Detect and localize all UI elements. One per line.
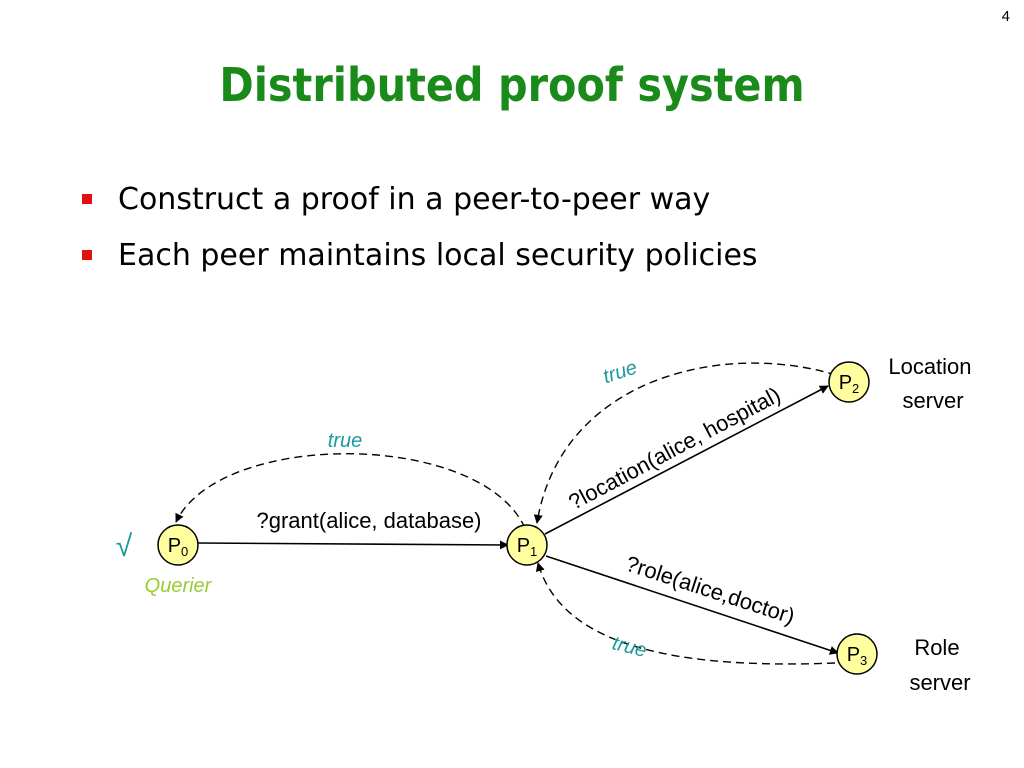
- arrow-p1-p3: [545, 555, 839, 655]
- query-grant-label: ?grant(alice, database): [256, 508, 481, 533]
- bullet-item: Each peer maintains local security polic…: [80, 236, 758, 292]
- bullet-list: Construct a proof in a peer-to-peer way …: [80, 180, 758, 292]
- square-bullet-icon: [82, 250, 92, 260]
- node-p0: P0: [157, 524, 199, 566]
- arrow-p0-p1: [196, 540, 509, 550]
- square-bullet-icon: [82, 194, 92, 204]
- response-true-p3-p1: true: [610, 632, 649, 662]
- response-true-p2-p1: true: [600, 357, 640, 389]
- bullet-text: Construct a proof in a peer-to-peer way: [118, 182, 711, 217]
- query-location-label: ?location(alice, hospital): [564, 382, 784, 515]
- check-mark-icon: √: [116, 530, 133, 563]
- arrow-p1-p2: [544, 385, 829, 535]
- location-server-label: Location server: [888, 354, 977, 413]
- response-true-p1-p0: true: [328, 430, 362, 452]
- dashed-arrow-p2-p1: [533, 362, 837, 524]
- slide-number: 4: [1001, 8, 1010, 25]
- role-server-label: Role server: [909, 635, 970, 695]
- bullet-item: Construct a proof in a peer-to-peer way: [80, 180, 758, 236]
- dashed-arrow-p1-p0: [175, 453, 526, 529]
- querier-label: Querier: [145, 575, 213, 597]
- node-p2: P2: [828, 361, 870, 403]
- node-p1: P1: [506, 524, 548, 566]
- svg-text:P2: P2: [839, 372, 860, 396]
- node-p3: P3: [836, 633, 878, 675]
- svg-text:P1: P1: [517, 535, 538, 559]
- slide-title: Distributed proof system: [219, 58, 805, 112]
- bullet-text: Each peer maintains local security polic…: [118, 238, 758, 273]
- svg-text:P3: P3: [847, 644, 868, 668]
- svg-text:P0: P0: [168, 535, 189, 559]
- dashed-arrow-p3-p1: [535, 562, 836, 665]
